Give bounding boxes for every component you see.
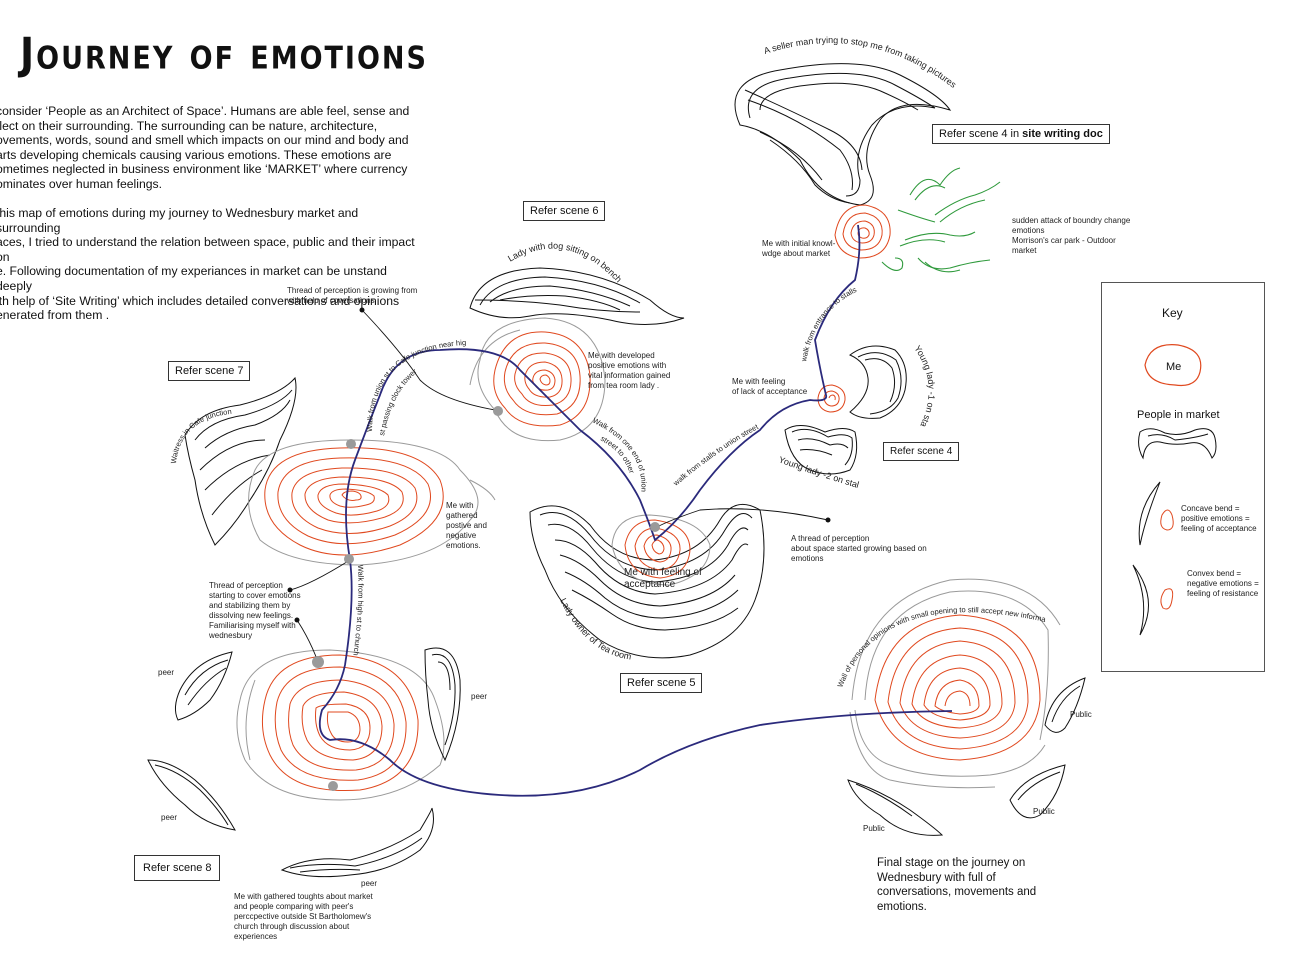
note-me-lack: Me with feeling of lack of acceptance: [732, 377, 808, 396]
intro-paragraph-2: this map of emotions during my journey t…: [0, 206, 415, 323]
note-me-developed: Me with developed positive emotions with…: [588, 351, 671, 390]
me-developed-emotion-whorl: [493, 331, 591, 427]
refer-scene-5: Refer scene 5: [620, 673, 703, 693]
refer-scene-4: Refer scene 4: [883, 442, 960, 461]
key-me-icon: [1144, 344, 1202, 387]
me-toughts-emotion-whorl: [261, 654, 419, 792]
refer-scene-7: Refer scene 7: [168, 361, 251, 381]
me-lack-acceptance-emotion-whorl: [817, 384, 846, 413]
public-shapes: [847, 677, 1086, 836]
refer-scene-4-site-writing: Refer scene 4 in site writing doc: [932, 124, 1110, 144]
scene8-grey-boundary: [236, 649, 445, 801]
me-final-emotion-whorl: [874, 614, 1041, 761]
young-lady-1-people-shape: [849, 345, 907, 419]
peer-label-4: peer: [361, 879, 378, 888]
key-title: Key: [1162, 306, 1183, 320]
lady-with-dog-people-shape: [469, 267, 685, 326]
me-initial-emotion-whorl: [834, 204, 891, 259]
me-acceptance-emotion-whorl: [624, 519, 691, 579]
note-me-gathered: Me with gathered postive and negative em…: [446, 501, 487, 550]
scene6-grey-boundary: [469, 317, 606, 442]
walk-stalls-label: walk from stalls to union street: [671, 422, 761, 488]
note-thread-cover: Thread of perception starting to cover e…: [209, 581, 301, 640]
public-label-3: Public: [863, 824, 885, 833]
key-concave-icon: [1138, 481, 1161, 546]
key-me-label: Me: [1166, 361, 1182, 373]
walk-entrance-label: walk from entrance to stalls: [799, 285, 858, 363]
waitress-people-shape: [184, 376, 297, 546]
journey-path: [318, 224, 953, 797]
lady-dog-label: Lady with dog sitting on bench: [506, 241, 624, 285]
wall-of-opinions: [849, 578, 1061, 789]
key-convex-label: Convex bend = negative emotions = feelin…: [1187, 569, 1259, 598]
peer-shape-4: [280, 807, 434, 878]
refer-scene-4-bold: site writing doc: [1022, 128, 1103, 140]
key-legend-box: [1101, 282, 1265, 672]
note-me-initial: Me with initial knowl- wdge about market: [762, 239, 836, 258]
refer-scene-6: Refer scene 6: [523, 201, 606, 221]
key-people-icon: [1138, 428, 1217, 460]
peer-shape-1: [174, 651, 233, 721]
refer-scene-8: Refer scene 8: [134, 855, 221, 881]
seller-label: A seller man trying to stop me from taki…: [763, 35, 959, 90]
scene5-grey-boundary: [611, 514, 711, 586]
key-convex-me-icon: [1160, 588, 1174, 610]
me-gathered-emotion-whorl: [264, 447, 444, 556]
key-people-label: People in market: [1137, 409, 1220, 421]
note-me-acceptance: Me with feeling of acceptance: [624, 567, 702, 590]
key-convex-icon: [1132, 564, 1149, 636]
boundary-change-green-lines: [881, 167, 1001, 273]
lady-tea-label: Lady owner of Tea room: [558, 596, 632, 661]
peer-label-2: peer: [471, 692, 488, 701]
perception-thread-lines: [289, 309, 829, 663]
page-title: Journey of emotions: [20, 28, 428, 79]
seller-man-people-shape: [734, 63, 952, 206]
intro-paragraph-1: consider ‘People as an Architect of Spac…: [0, 104, 410, 191]
final-stage-note: Final stage on the journey on Wednesbury…: [877, 857, 1037, 913]
peer-label-1: peer: [158, 668, 175, 677]
note-me-toughts: Me with gathered toughts about market an…: [234, 892, 373, 941]
note-thread-space: A thread of perception about space start…: [791, 534, 927, 563]
note-thread-growing: Thread of perception is growing from wit…: [287, 286, 418, 305]
lady-owner-tea-room-people-shape: [529, 503, 765, 659]
note-sudden-attack: sudden attack of boundry change emotions…: [1012, 216, 1131, 255]
refer-scene-4-prefix: Refer scene 4 in: [939, 128, 1023, 140]
young-lady-2-people-shape: [784, 425, 858, 475]
peer-shape-2: [424, 647, 461, 762]
walk-high-label: Walk from high st to church: [351, 565, 365, 657]
key-concave-me-icon: [1160, 509, 1174, 531]
public-label-1: Public: [1070, 710, 1092, 719]
key-concave-label: Concave bend = positive emotions = feeli…: [1181, 504, 1257, 533]
thread-nodes: [287, 307, 831, 791]
peer-shape-3: [147, 759, 236, 831]
peer-label-3: peer: [161, 813, 178, 822]
public-label-2: Public: [1033, 807, 1055, 816]
